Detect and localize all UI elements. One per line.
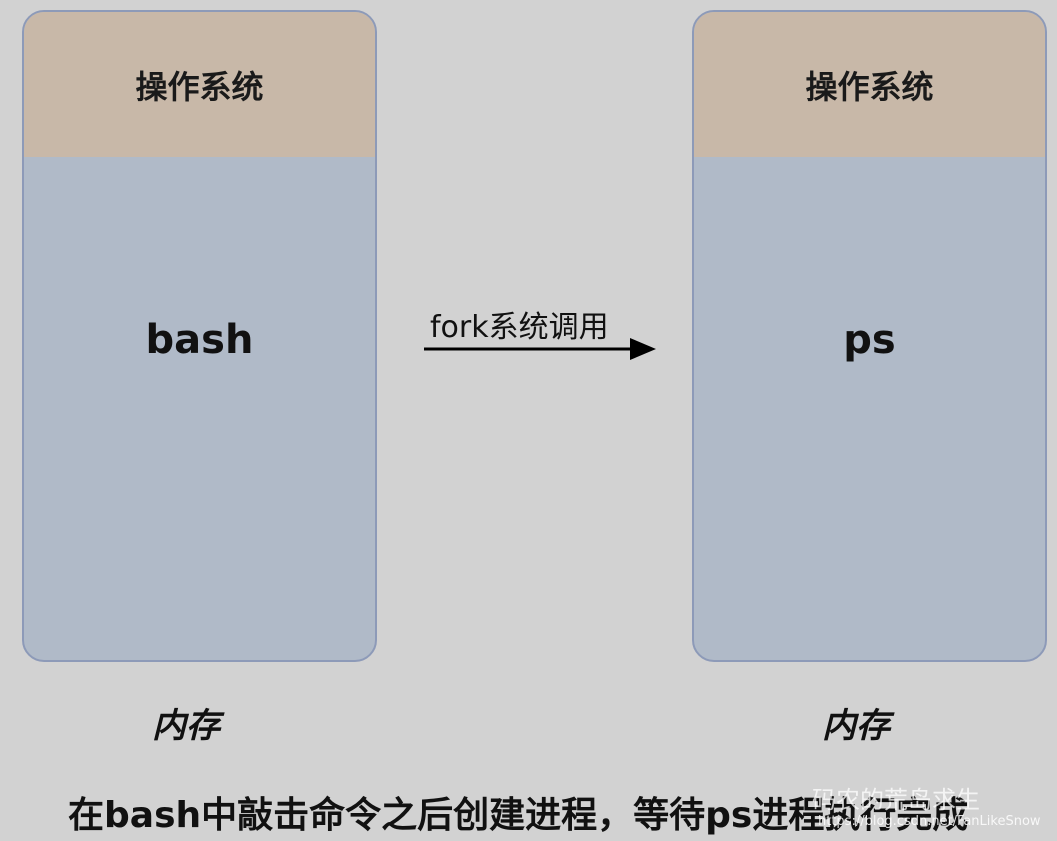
arrow-label: fork系统调用 bbox=[430, 310, 609, 345]
os-region: 操作系统 bbox=[24, 12, 375, 157]
memory-caption-right: 内存 bbox=[822, 706, 890, 746]
watermark-url: https://blog.csdn.net/FanLikeSnow bbox=[818, 814, 1041, 829]
memory-block-ps: 操作系统 ps bbox=[692, 10, 1047, 662]
bottom-caption: 在bash中敲击命令之后创建进程，等待ps进程执行完成 bbox=[68, 795, 969, 836]
arrow-right-icon bbox=[424, 338, 656, 360]
process-label-ps: ps bbox=[843, 317, 896, 363]
os-region: 操作系统 bbox=[694, 12, 1045, 157]
process-label-bash: bash bbox=[145, 317, 254, 363]
memory-caption-left: 内存 bbox=[152, 706, 220, 746]
memory-block-bash: 操作系统 bash bbox=[22, 10, 377, 662]
watermark-brand: 码农的荒岛求生 bbox=[812, 786, 980, 814]
